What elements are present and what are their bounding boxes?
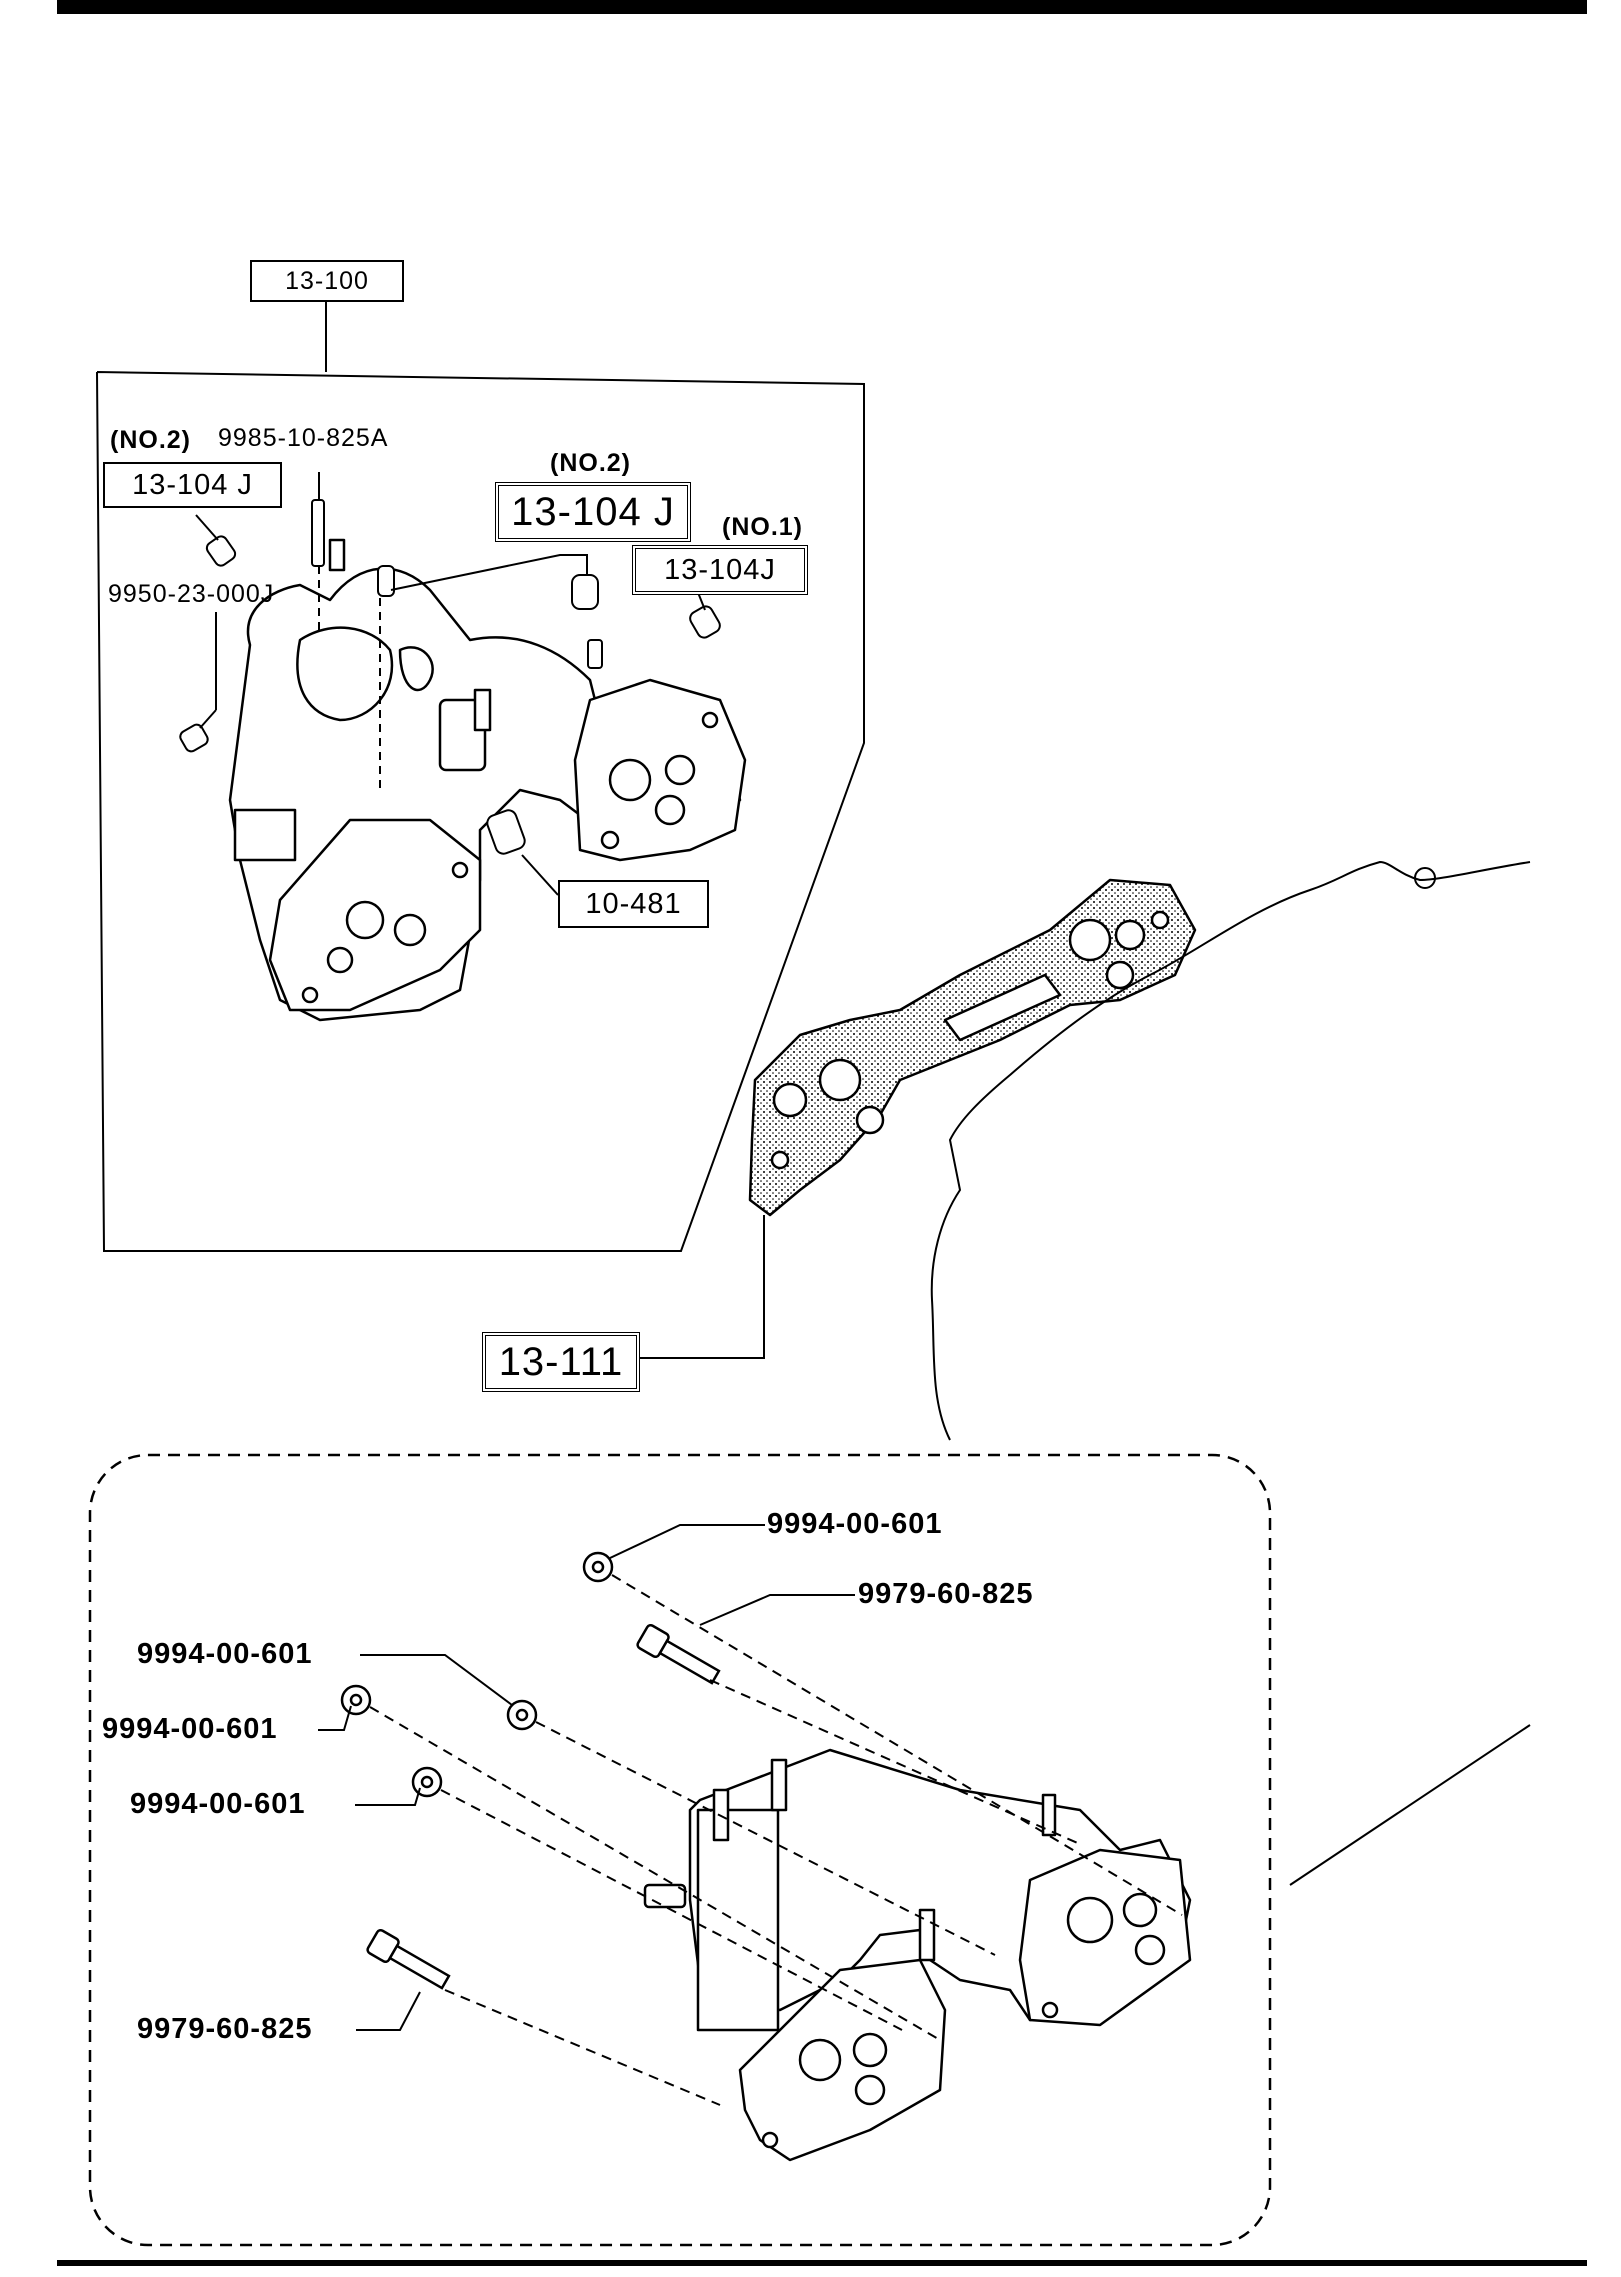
- bolt-top-label: 9979-60-825: [858, 1578, 1034, 1610]
- assembly-ref-box: 13-100: [250, 260, 404, 302]
- ref-10-481-box: 10-481: [558, 880, 709, 928]
- plug-9950: [179, 723, 209, 753]
- stud-9985: [311, 499, 325, 567]
- fastener-leaders: [318, 1524, 855, 2031]
- nut-left-2-label: 9994-00-601: [102, 1713, 278, 1745]
- nut-top-label: 9994-00-601: [767, 1508, 943, 1540]
- fastener-detail-frame: [88, 1453, 1272, 2247]
- intake-gasket: [748, 878, 1197, 1217]
- plug-part-label: 9950-23-000J: [108, 580, 275, 608]
- no2-top-left-label: (NO.2): [110, 426, 191, 454]
- bottom-rule: [57, 2260, 1587, 2266]
- no1-label: (NO.1): [722, 513, 803, 541]
- fastener-dashed-paths: [369, 1574, 1183, 2106]
- intake-manifold-upper: [228, 538, 747, 1022]
- fastener-parts: [340, 1551, 721, 1990]
- top-rule: [57, 0, 1587, 14]
- frame-leader-lines: [195, 472, 706, 896]
- plug-left-no2: [205, 535, 237, 567]
- intake-manifold-lower: [643, 1748, 1192, 2162]
- nut-left-3-label: 9994-00-601: [130, 1788, 306, 1820]
- stud-part-label: 9985-10-825A: [218, 424, 389, 452]
- gasket-leader: [630, 1215, 765, 1359]
- hose-10-481: [486, 809, 526, 855]
- ref-13-111-box: 13-111: [482, 1332, 640, 1392]
- plug-mid-no2: [571, 574, 599, 610]
- nut-left-1-label: 9994-00-601: [137, 1638, 313, 1670]
- no2-mid-label: (NO.2): [550, 449, 631, 477]
- ref-104j-right-box: 13-104J: [632, 545, 808, 595]
- sensor-plug: [377, 565, 395, 597]
- ref-104j-mid-box: 13-104 J: [495, 482, 691, 542]
- ref-104j-left-box: 13-104 J: [103, 462, 282, 508]
- frame-small-parts: [179, 499, 721, 855]
- plug-right-no1: [689, 605, 721, 639]
- assembly-frame: [96, 291, 865, 1252]
- bolt-bottom-label: 9979-60-825: [137, 2013, 313, 2045]
